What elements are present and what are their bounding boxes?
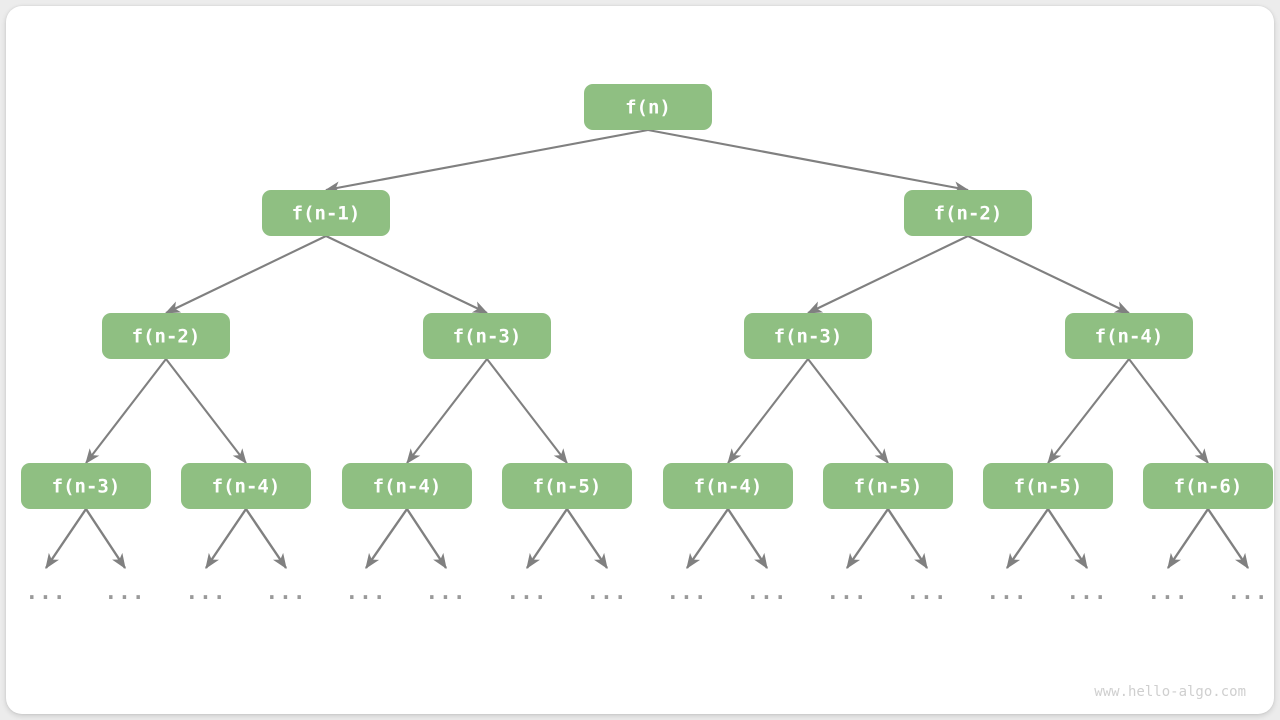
- tree-node[interactable]: f(n-5): [823, 463, 953, 509]
- ellipsis-label: ...: [907, 580, 948, 604]
- ellipsis-label: ...: [587, 580, 628, 604]
- tree-edge: [406, 358, 488, 464]
- tree-edge: [1128, 358, 1209, 464]
- tree-node[interactable]: f(n-4): [181, 463, 311, 509]
- ellipsis-label: ...: [1067, 580, 1108, 604]
- tree-node-box: [744, 313, 872, 359]
- ellipsis-label: ...: [26, 580, 67, 604]
- tree-node-box: [342, 463, 472, 509]
- tree-node-box: [904, 190, 1032, 236]
- watermark: www.hello-algo.com: [1094, 684, 1246, 700]
- tree-node[interactable]: f(n-2): [904, 190, 1032, 236]
- tree-node-box: [423, 313, 551, 359]
- tree-node[interactable]: f(n-5): [983, 463, 1113, 509]
- ellipsis-label: ...: [186, 580, 227, 604]
- ellipsis-label: ...: [747, 580, 788, 604]
- tree-leaf-edge: [1006, 508, 1049, 570]
- tree-node[interactable]: f(n-6): [1143, 463, 1273, 509]
- tree-edge: [806, 235, 969, 314]
- tree-node-box: [502, 463, 632, 509]
- ellipsis-label: ...: [266, 580, 307, 604]
- tree-edge: [486, 358, 568, 464]
- tree-edge: [324, 128, 649, 194]
- ellipsis-label: ...: [346, 580, 387, 604]
- tree-node-label: f(n-1): [292, 203, 361, 225]
- ellipsis-label: ...: [105, 580, 146, 604]
- tree-edge: [325, 235, 489, 314]
- tree-node[interactable]: f(n-4): [1065, 313, 1193, 359]
- tree-node[interactable]: f(n-1): [262, 190, 390, 236]
- tree-node-label: f(n-5): [533, 476, 602, 498]
- tree-node-label: f(n-4): [694, 476, 763, 498]
- tree-leaf-edge: [84, 508, 127, 570]
- tree-leaf-edge: [45, 508, 87, 570]
- tree-node[interactable]: f(n-4): [663, 463, 793, 509]
- ellipsis-label: ...: [987, 580, 1028, 604]
- tree-node-box: [663, 463, 793, 509]
- tree-node-label: f(n-5): [1014, 476, 1083, 498]
- tree-leaf-edge: [566, 508, 608, 570]
- tree-node-label: f(n-4): [212, 476, 281, 498]
- tree-node-label: f(n-3): [453, 326, 522, 348]
- tree-node-label: f(n-4): [1095, 326, 1164, 348]
- tree-leaf-edge: [1167, 508, 1209, 570]
- tree-edge: [1047, 358, 1130, 464]
- tree-leaf-stubs: [45, 508, 1249, 570]
- ellipsis-label: ...: [667, 580, 708, 604]
- tree-nodes: f(n) f(n-1) f(n-2) f(n-2) f(n-3) f(n-3) f(n-4)…: [21, 84, 1273, 509]
- ellipsis-label: ...: [827, 580, 868, 604]
- tree-leaf-edge: [526, 508, 568, 570]
- tree-node-label: f(n-3): [774, 326, 843, 348]
- tree-node[interactable]: f(n-4): [342, 463, 472, 509]
- tree-edges: [85, 128, 1209, 464]
- tree-node-box: [102, 313, 230, 359]
- tree-node[interactable]: f(n-2): [102, 313, 230, 359]
- tree-leaf-edge: [245, 508, 287, 570]
- tree-node-label: f(n): [625, 97, 671, 119]
- tree-node-label: f(n-5): [854, 476, 923, 498]
- tree-leaf-edge: [205, 508, 247, 570]
- tree-node-label: f(n-4): [373, 476, 442, 498]
- tree-node-box: [584, 84, 712, 130]
- tree-node[interactable]: f(n-3): [744, 313, 872, 359]
- tree-node-label: f(n-2): [934, 203, 1003, 225]
- tree-node[interactable]: f(n-5): [502, 463, 632, 509]
- ellipsis-label: ...: [426, 580, 467, 604]
- tree-node-box: [983, 463, 1113, 509]
- tree-edge: [164, 235, 327, 314]
- tree-edge: [727, 358, 809, 464]
- tree-edge: [807, 358, 889, 464]
- tree-node-box: [21, 463, 151, 509]
- ellipsis-label: ...: [1148, 580, 1189, 604]
- tree-node[interactable]: f(n-3): [423, 313, 551, 359]
- recursion-tree-svg: f(n) f(n-1) f(n-2) f(n-2) f(n-3) f(n-3) f(n-4)…: [21, 84, 1273, 700]
- tree-edge: [165, 358, 247, 464]
- tree-leaf-edge: [1207, 508, 1249, 570]
- tree-node-box: [823, 463, 953, 509]
- tree-node-box: [262, 190, 390, 236]
- tree-node-label: f(n-6): [1174, 476, 1243, 498]
- tree-node-box: [1143, 463, 1273, 509]
- tree-node-label: f(n-3): [52, 476, 121, 498]
- tree-node-box: [181, 463, 311, 509]
- tree-node[interactable]: f(n): [584, 84, 712, 130]
- tree-node-label: f(n-2): [132, 326, 201, 348]
- tree-leaf-edge: [846, 508, 889, 570]
- tree-node[interactable]: f(n-3): [21, 463, 151, 509]
- tree-ellipses: ........................................…: [26, 580, 1269, 604]
- tree-leaf-edge: [886, 508, 929, 570]
- tree-leaf-edge: [726, 508, 769, 570]
- tree-edge: [967, 235, 1131, 314]
- ellipsis-label: ...: [1228, 580, 1269, 604]
- tree-leaf-edge: [365, 508, 408, 570]
- tree-leaf-edge: [686, 508, 729, 570]
- ellipsis-label: ...: [507, 580, 548, 604]
- tree-edge: [647, 128, 970, 194]
- tree-leaf-edge: [1046, 508, 1089, 570]
- tree-leaf-edge: [405, 508, 448, 570]
- tree-edge: [85, 358, 167, 464]
- tree-node-box: [1065, 313, 1193, 359]
- diagram-card: f(n) f(n-1) f(n-2) f(n-2) f(n-3) f(n-3) f(n-4)…: [6, 6, 1274, 714]
